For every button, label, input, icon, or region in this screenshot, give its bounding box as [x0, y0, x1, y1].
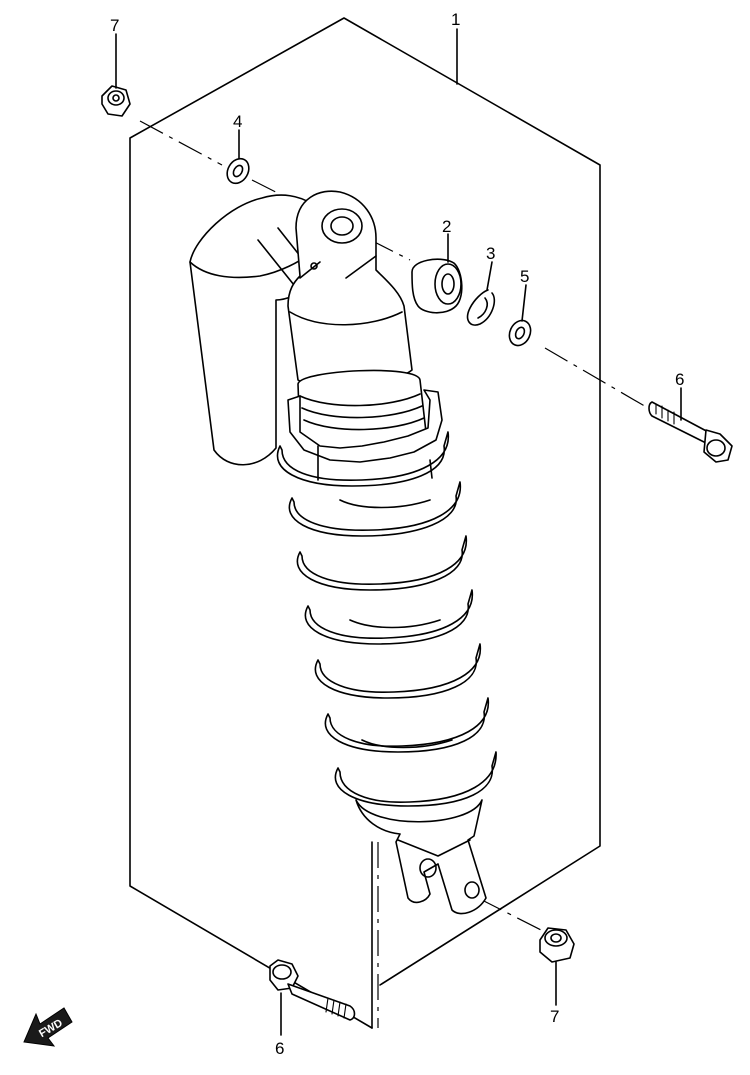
shock-upper-body — [287, 190, 413, 388]
shock-lower-clevis — [355, 799, 487, 915]
bolt-bottom — [269, 959, 356, 1021]
callout-labels: 1 2 3 4 5 6 6 7 7 — [110, 10, 684, 1058]
fwd-direction-arrow: FWD — [23, 1007, 73, 1047]
washer-top — [226, 157, 250, 185]
callout-6-bottom: 6 — [275, 1039, 284, 1058]
assembly-outline-box — [129, 17, 601, 1029]
flange-nut-bottom — [539, 927, 575, 963]
callout-7-top: 7 — [110, 16, 119, 35]
coil-spring — [276, 431, 497, 807]
fwd-label: FWD — [37, 1017, 65, 1040]
callout-3: 3 — [486, 244, 495, 263]
washer-side — [508, 319, 532, 347]
bolt-right — [648, 401, 733, 463]
callout-2: 2 — [442, 217, 451, 236]
bushing — [411, 258, 463, 314]
callout-leaders — [115, 28, 682, 1036]
spring-preload-adjuster — [287, 369, 443, 463]
callout-5: 5 — [520, 267, 529, 286]
callout-7-bottom: 7 — [550, 1007, 559, 1026]
flange-nut-top — [101, 85, 131, 117]
snap-ring — [466, 289, 496, 326]
callout-6-right: 6 — [675, 370, 684, 389]
callout-1: 1 — [451, 10, 460, 29]
callout-4: 4 — [233, 112, 242, 131]
